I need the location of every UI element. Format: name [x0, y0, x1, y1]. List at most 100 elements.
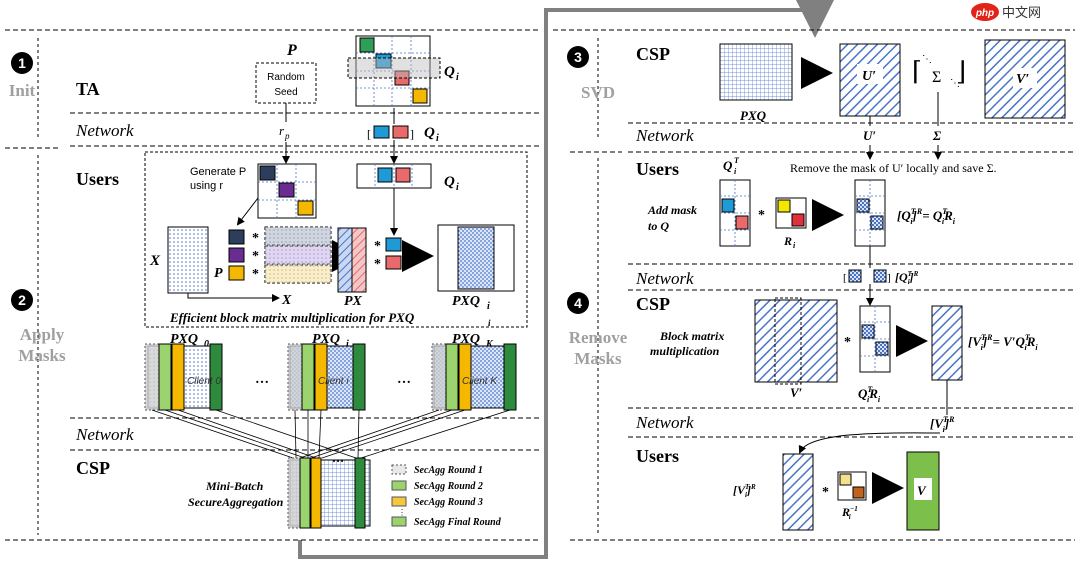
svg-text:*: *	[822, 485, 829, 500]
svg-text:Q: Q	[444, 174, 455, 190]
client-block-k: PXQ K Client K	[431, 332, 517, 411]
svg-text:i: i	[436, 133, 439, 144]
remove-mask-text: Remove the mask of U′ locally and save Σ…	[790, 161, 997, 175]
svg-text:SecAgg Round 2: SecAgg Round 2	[414, 481, 483, 492]
svg-text:⋱: ⋱	[950, 78, 960, 89]
aggregated-matrix: …	[287, 451, 371, 529]
svg-text:*: *	[252, 231, 259, 246]
svg-text:i: i	[346, 339, 349, 350]
svg-text:Σ: Σ	[932, 128, 941, 143]
svg-text:*: *	[758, 208, 765, 223]
svg-text:Masks: Masks	[574, 349, 622, 368]
watermark-logo: php 中文网	[971, 3, 1041, 21]
network-label-2: Network	[75, 425, 134, 444]
random-seed-line1: Random	[267, 72, 305, 83]
svg-text:PXQ: PXQ	[452, 294, 480, 309]
svg-text:PXQ: PXQ	[452, 332, 480, 347]
svg-text:3: 3	[574, 49, 582, 65]
csp-label-left: CSP	[76, 458, 110, 478]
svg-text:⋮: ⋮	[398, 508, 406, 517]
step-3-marker: 3	[567, 46, 589, 68]
random-seed-line2: Seed	[274, 87, 297, 98]
p-matrix	[257, 163, 317, 219]
qir-matrix	[859, 305, 891, 373]
ri-matrix	[775, 197, 807, 229]
left-separators	[5, 29, 540, 541]
svg-text:PXQ: PXQ	[740, 108, 767, 123]
step-4-marker: 4	[567, 292, 589, 314]
svg-text:SecAgg Final Round: SecAgg Final Round	[414, 517, 502, 528]
step-1-marker: 1	[11, 52, 33, 74]
svg-text:⌈: ⌈	[912, 57, 922, 86]
network-label-right-2: Network	[635, 269, 694, 288]
network-label-right-3: Network	[635, 413, 694, 432]
svg-text:[VTi]R: [VTi]R	[733, 483, 756, 499]
svg-text:…: …	[332, 451, 344, 465]
step-3-label: SVD	[581, 83, 615, 102]
step-1-label: Init	[9, 81, 36, 100]
x-matrix	[167, 226, 209, 294]
network-label-right-1: Network	[635, 126, 694, 145]
rinv-matrix	[837, 471, 867, 501]
svg-text:⋱: ⋱	[922, 54, 932, 65]
qi-label-ta: Q	[444, 64, 455, 80]
generate-p-text: Generate P	[190, 166, 246, 178]
users-label-right-2: Users	[636, 446, 679, 466]
svg-text:php: php	[975, 8, 994, 19]
svg-text:Client 0: Client 0	[187, 376, 221, 387]
svg-text:p: p	[284, 131, 290, 141]
bracket-l: [	[367, 127, 371, 141]
svg-text:to Q: to Q	[648, 219, 669, 233]
secagg-legend: SecAgg Round 1 SecAgg Round 2 SecAgg Rou…	[391, 464, 502, 528]
svg-text:P: P	[214, 266, 223, 281]
efficient-mult-box	[144, 151, 528, 328]
svg-text:i: i	[734, 167, 737, 176]
step-1-num: 1	[18, 55, 26, 71]
right-separators	[553, 29, 1075, 541]
svg-text:[QTi]R: [QTi]R	[895, 270, 919, 286]
svg-text:Q: Q	[723, 158, 733, 173]
svg-text:0: 0	[204, 339, 209, 350]
step-2-label-1: Apply	[20, 325, 65, 344]
bracket-r: ]	[410, 127, 414, 141]
svg-text:i: i	[456, 182, 459, 193]
svg-text:*: *	[252, 267, 259, 282]
users-label-right-1: Users	[636, 159, 679, 179]
svg-text:R−1i: R−1i	[841, 505, 858, 521]
p-gen-arrow	[236, 197, 259, 226]
svg-text:V′: V′	[790, 385, 803, 400]
qi-matrix-ta	[347, 35, 441, 107]
svg-text:r: r	[279, 123, 285, 138]
ta-label: TA	[76, 79, 100, 99]
qit-matrix	[719, 179, 751, 247]
masked-qit-matrix	[854, 179, 886, 247]
svg-text:i: i	[487, 301, 490, 312]
minibatch-label: Mini-Batch	[205, 479, 264, 493]
svg-text:V′: V′	[1016, 72, 1029, 87]
svg-text:*: *	[844, 335, 851, 350]
x-label: X	[149, 253, 161, 269]
svg-text:multiplication: multiplication	[650, 344, 720, 358]
csp-label-right-2: CSP	[636, 294, 670, 314]
client-block-i: PXQ i Client i	[287, 332, 366, 411]
svg-text:*: *	[374, 239, 381, 254]
svg-text:U′: U′	[862, 69, 876, 84]
qi-matrix-users	[356, 163, 432, 189]
svg-text:SecAgg Round 3: SecAgg Round 3	[414, 497, 483, 508]
svg-text:using r: using r	[190, 180, 223, 192]
efficient-caption: Efficient block matrix multiplication fo…	[169, 310, 415, 325]
svg-text:SecAgg Round 1: SecAgg Round 1	[414, 465, 483, 476]
svg-text:⌋: ⌋	[956, 57, 966, 86]
svg-text:Client K: Client K	[462, 376, 498, 387]
vitr-matrix	[931, 305, 963, 381]
p-label: P	[286, 42, 297, 59]
users-label-left: Users	[76, 169, 119, 189]
svg-text:Block matrix: Block matrix	[659, 329, 724, 343]
svg-text:[: [	[843, 272, 847, 284]
svg-text:2: 2	[18, 292, 26, 308]
svg-text:[VTi]R: [VTi]R	[930, 415, 955, 434]
svg-text:K: K	[485, 339, 494, 350]
